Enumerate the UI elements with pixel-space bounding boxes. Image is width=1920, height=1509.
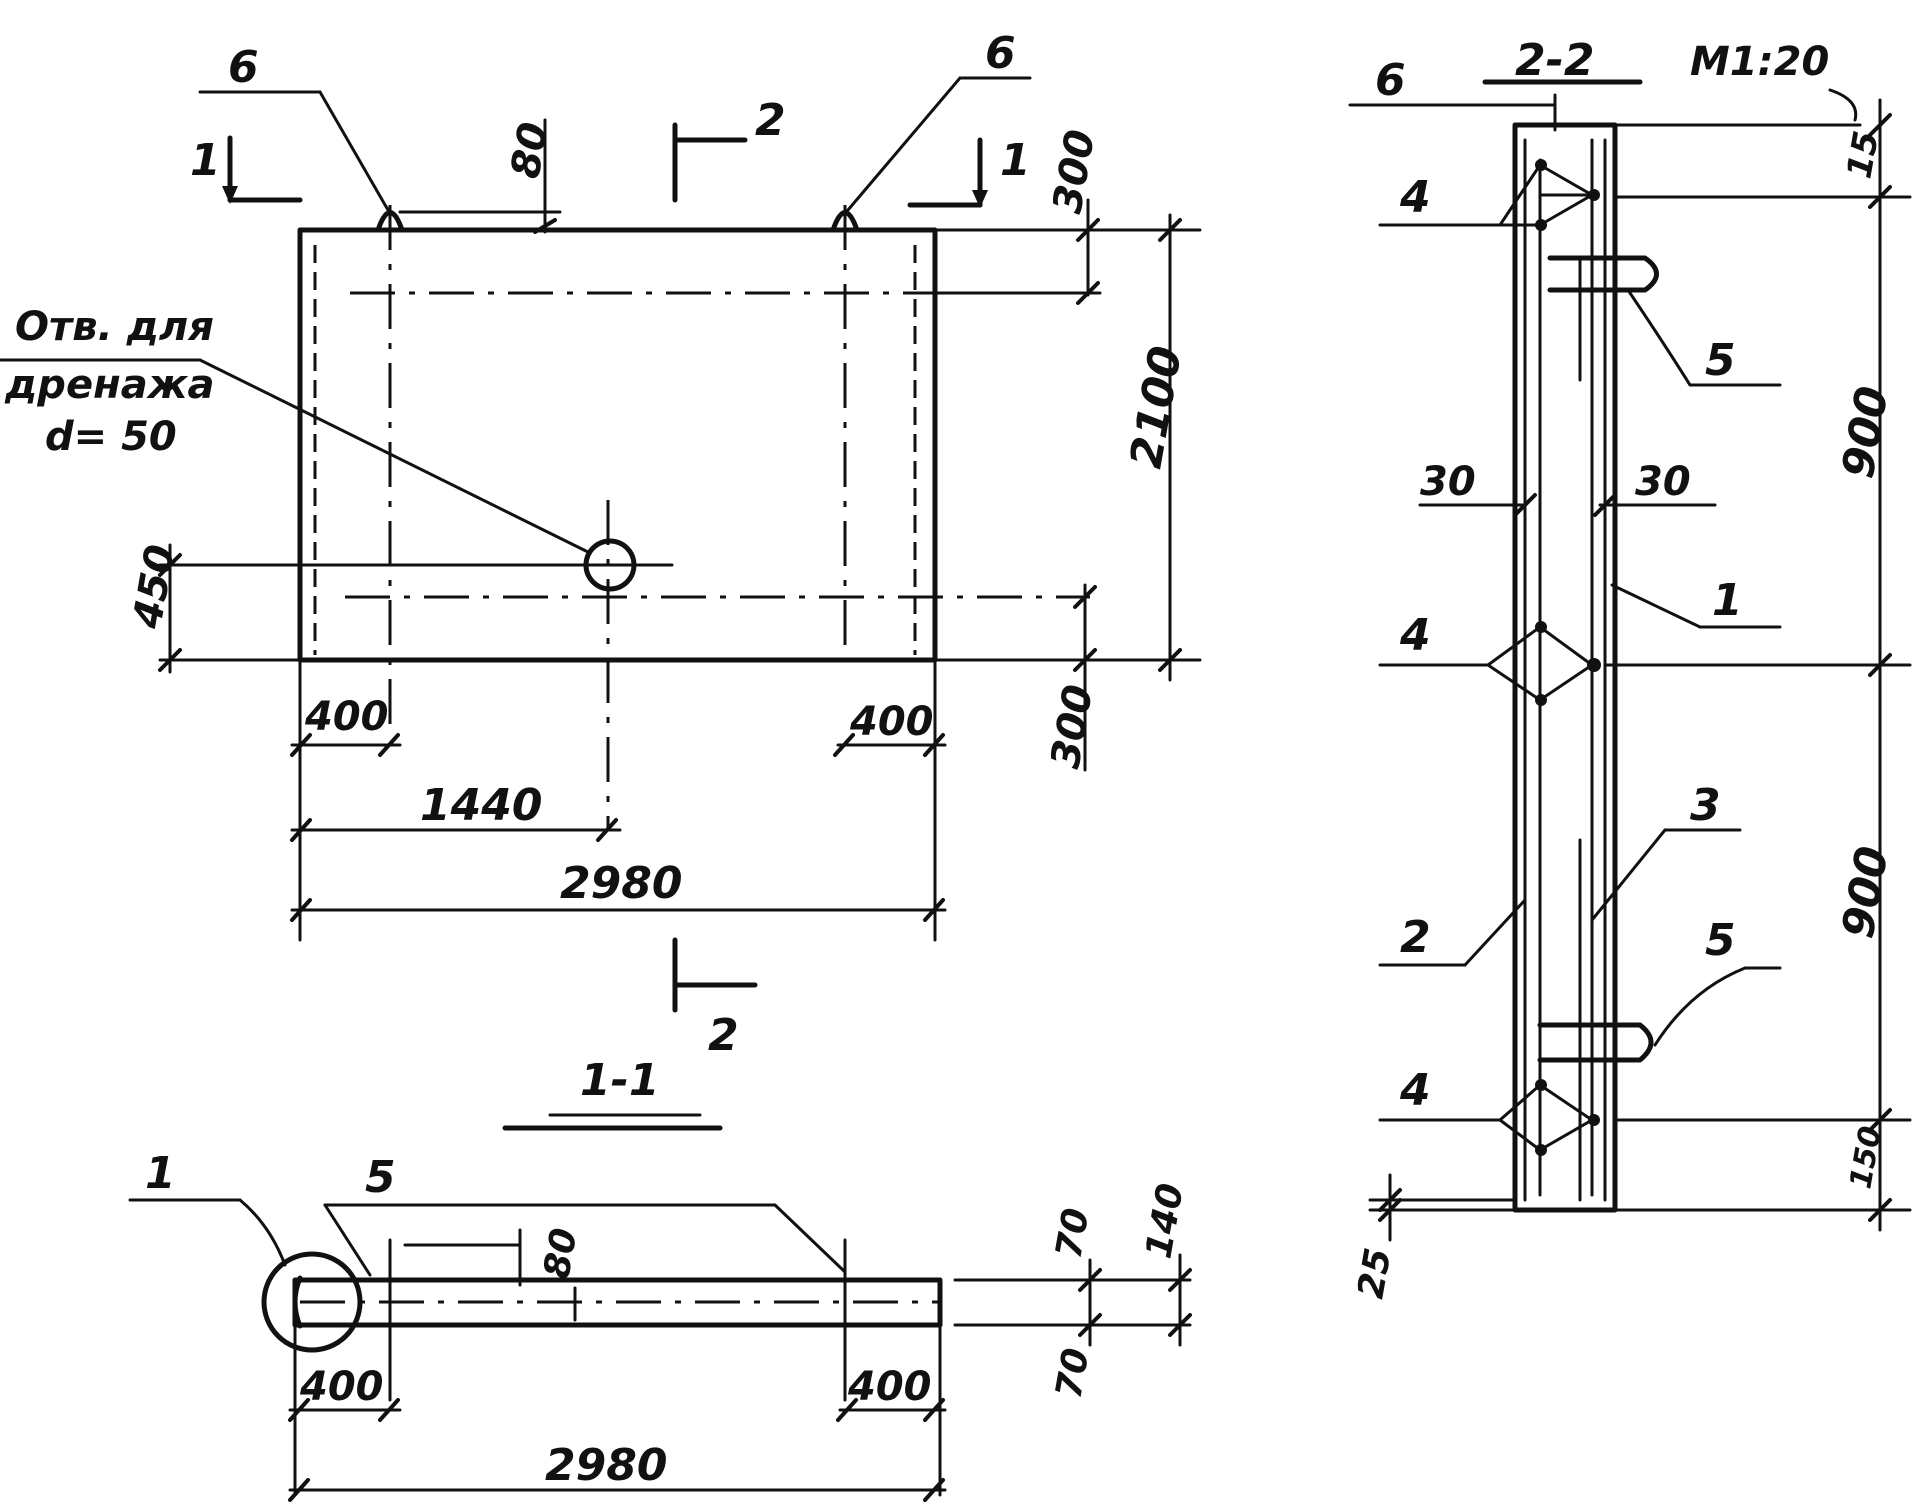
section-2-2-dim-15: 15 <box>1839 128 1887 182</box>
section-1-1-dim-70-top: 70 <box>1048 1205 1097 1261</box>
section-1-1-dim-400-right: 400 <box>847 1364 932 1410</box>
section-2-2-dim-150: 150 <box>1843 1124 1888 1192</box>
slab-outline <box>297 227 938 663</box>
section-1-1-dim-400-left: 400 <box>299 1364 384 1410</box>
plan-dim-1440: 1440 <box>420 780 542 831</box>
section-mark-2-top: 2 <box>755 95 786 146</box>
drain-note-line-2: дренажа <box>4 362 215 408</box>
plan-dim-450: 450 <box>124 542 184 633</box>
section-mark-1-left: 1 <box>190 135 221 186</box>
plan-dim-400-right: 400 <box>849 699 934 745</box>
plan-dim-2100: 2100 <box>1121 342 1192 471</box>
section-1-1: 1-1 1 5 80 70 70 140 <box>128 1055 1192 1502</box>
section-2-2-callout-4-top: 4 <box>1399 172 1431 223</box>
section-1-1-dim-2980: 2980 <box>545 1440 667 1491</box>
section-2-2-callout-1: 1 <box>1712 575 1743 626</box>
section-2-2: 2-2 M1:20 6 4 <box>1348 35 1912 1302</box>
plan-dim-400-left: 400 <box>304 694 389 740</box>
section-2-2-callout-2: 2 <box>1400 912 1431 963</box>
section-2-2-dim-900-bottom: 900 <box>1833 843 1899 942</box>
section-2-2-callout-30-right: 30 <box>1635 459 1691 505</box>
section-1-1-callout-5: 5 <box>365 1152 396 1203</box>
section-mark-1-right: 1 <box>1000 135 1031 186</box>
plan-dim-300-bottom: 300 <box>1043 682 1103 772</box>
section-1-1-dim-140: 140 <box>1138 1180 1191 1261</box>
section-1-1-callout-1: 1 <box>145 1148 176 1199</box>
section-2-2-callout-5-bottom: 5 <box>1705 915 1736 966</box>
plan-dim-300-top: 300 <box>1045 127 1105 217</box>
plan-dim-80: 80 <box>503 119 558 182</box>
section-2-2-dim-900-top: 900 <box>1833 383 1899 482</box>
plan-dim-2980: 2980 <box>560 858 682 909</box>
lifting-loop-bottom <box>1537 1022 1654 1063</box>
lifting-loop-right <box>830 210 860 233</box>
section-2-2-callout-6: 6 <box>1375 55 1406 106</box>
section-2-2-callout-5-top: 5 <box>1705 335 1736 386</box>
lifting-loop-top <box>1547 255 1659 293</box>
section-2-2-callout-4-mid: 4 <box>1399 610 1431 661</box>
section-2-2-callout-30-left: 30 <box>1420 459 1476 505</box>
callout-6-right: 6 <box>985 28 1016 79</box>
drain-note-line-3: d= 50 <box>45 414 177 460</box>
callout-6-left: 6 <box>228 42 259 93</box>
section-1-1-dim-80: 80 <box>536 1225 585 1281</box>
slab-section-2-2 <box>1512 122 1618 1213</box>
section-2-2-title: 2-2 <box>1515 35 1595 86</box>
section-2-2-scale: M1:20 <box>1690 39 1829 85</box>
section-2-2-callout-3: 3 <box>1690 780 1721 831</box>
detail-circle-1 <box>261 1251 363 1353</box>
section-1-1-dim-70-bottom: 70 <box>1048 1345 1097 1401</box>
section-mark-2-bottom: 2 <box>708 1010 739 1061</box>
lifting-loop-left <box>375 210 405 233</box>
section-2-2-dim-25: 25 <box>1350 1245 1399 1301</box>
plan-view: 6 6 1 1 2 2 Отв. для дренажа d= 50 80 <box>0 28 1202 1061</box>
section-2-2-callout-4-bottom: 4 <box>1399 1065 1431 1116</box>
section-1-1-title: 1-1 <box>580 1055 660 1106</box>
drain-note-line-1: Отв. для <box>15 304 214 350</box>
